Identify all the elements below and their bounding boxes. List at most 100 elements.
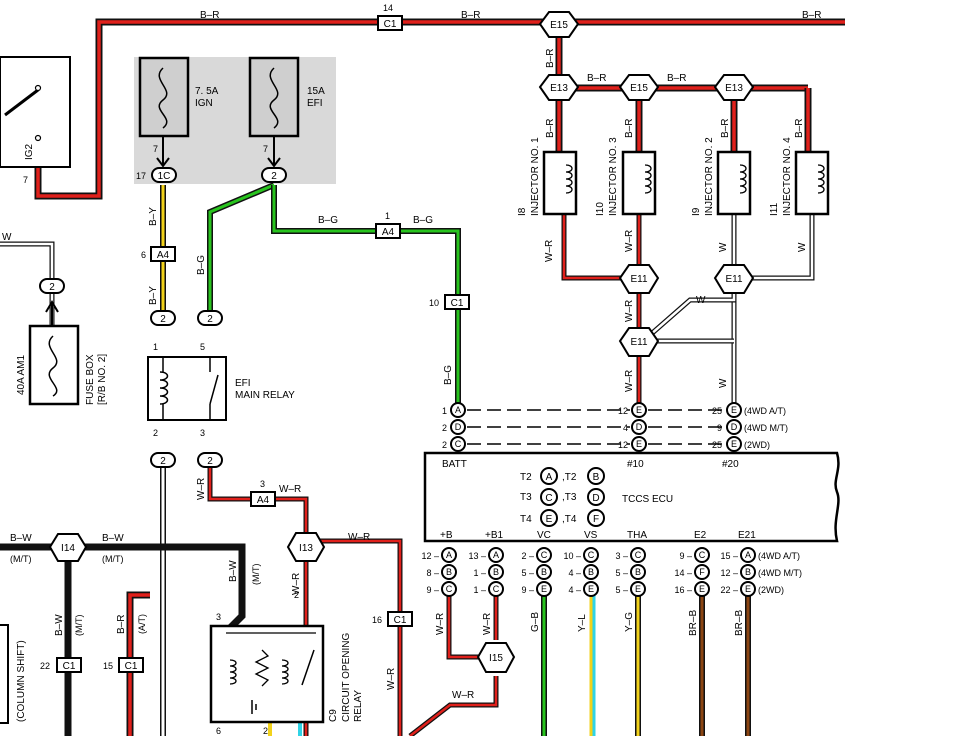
fuse-efi-arrow bbox=[267, 136, 281, 168]
wire-wr-b-inner bbox=[447, 590, 480, 659]
ecu-bottom-pin-letter: E bbox=[635, 584, 641, 594]
ecu-bottom-pin-letter: B bbox=[446, 567, 452, 577]
ecu-t4: T4 bbox=[520, 514, 532, 525]
svg-text:1: 1 bbox=[153, 342, 158, 352]
a4-low bbox=[250, 491, 276, 507]
ecu-bottom-pin-number: 14 – bbox=[674, 568, 692, 578]
switch-pin: 7 bbox=[23, 175, 28, 185]
svg-text:B–R: B–R bbox=[802, 10, 821, 21]
svg-text:E13: E13 bbox=[550, 83, 568, 94]
e11-a bbox=[618, 264, 660, 294]
svg-text:B–R: B–R bbox=[587, 73, 606, 84]
svg-text:E: E bbox=[546, 514, 553, 525]
ecu-bottom-note: (2WD) bbox=[758, 585, 784, 595]
svg-text:E15: E15 bbox=[630, 83, 648, 94]
injector-2-id: I9 bbox=[691, 207, 702, 216]
svg-text:(M/T): (M/T) bbox=[102, 554, 124, 564]
wire-wr-inj1 bbox=[561, 213, 630, 281]
svg-text:B–Y: B–Y bbox=[148, 207, 159, 226]
svg-text:D: D bbox=[592, 493, 599, 504]
ecu-bottom-pin-letter: E bbox=[588, 584, 594, 594]
dashed-lines bbox=[467, 409, 724, 445]
ecu-pin-e2: E2 bbox=[694, 530, 707, 541]
ecu-bottom-pin-letter: C bbox=[635, 550, 642, 560]
wire-wr-i15-down-inner bbox=[409, 676, 498, 737]
e15-b bbox=[618, 74, 660, 101]
fuse-ign: 7. 5A IGN 7 bbox=[138, 56, 219, 154]
wire-w-cross-inner bbox=[649, 295, 736, 336]
svg-text:Y–L: Y–L bbox=[577, 614, 588, 632]
svg-text:B–R: B–R bbox=[116, 615, 127, 634]
svg-text:5: 5 bbox=[200, 342, 205, 352]
ecu-bottom-note: (4WD M/T) bbox=[758, 568, 802, 578]
svg-text:10: 10 bbox=[429, 298, 439, 308]
svg-text:B–R: B–R bbox=[794, 119, 805, 138]
svg-text:A: A bbox=[546, 472, 553, 483]
svg-text:W–R: W–R bbox=[348, 532, 370, 543]
a4-mid bbox=[375, 223, 401, 239]
svg-text:25: 25 bbox=[712, 440, 722, 450]
cor-label-1: CIRCUIT OPENING bbox=[341, 633, 352, 722]
svg-text:I15: I15 bbox=[489, 653, 503, 664]
fuse-ign-name: IGN bbox=[195, 98, 213, 109]
ignition-switch: IG2 7 bbox=[0, 56, 71, 185]
svg-text:2: 2 bbox=[207, 314, 213, 325]
svg-text:B–R: B–R bbox=[545, 119, 556, 138]
ecu-bottom-pin-number: 9 – bbox=[426, 585, 439, 595]
ecu-bottom-pin-letter: B bbox=[745, 567, 751, 577]
injector-4-body bbox=[794, 150, 830, 216]
svg-text:A: A bbox=[455, 405, 461, 415]
svg-text:F: F bbox=[593, 514, 599, 525]
svg-text:E: E bbox=[731, 405, 737, 415]
svg-text:W: W bbox=[696, 295, 706, 306]
i15 bbox=[476, 642, 516, 673]
c1-low bbox=[387, 611, 413, 627]
svg-text:E: E bbox=[636, 405, 642, 415]
svg-text:B–W: B–W bbox=[228, 560, 239, 582]
svg-text:2: 2 bbox=[263, 726, 268, 736]
svg-text:6: 6 bbox=[216, 726, 221, 736]
svg-text:W–R: W–R bbox=[624, 370, 635, 392]
wire-br-at-inner bbox=[128, 593, 150, 736]
svg-text:Y–G: Y–G bbox=[624, 612, 635, 632]
ecu-p20: #20 bbox=[722, 459, 739, 470]
svg-text:2: 2 bbox=[294, 590, 299, 600]
svg-text:C1: C1 bbox=[451, 298, 464, 309]
ecu-bottom-pin-number: 9 – bbox=[679, 551, 692, 561]
a4-left bbox=[150, 246, 176, 262]
svg-text:A4: A4 bbox=[382, 227, 395, 238]
ecu-bottom-pin-letter: C bbox=[588, 550, 595, 560]
ecu-bottom-pin-letter: A bbox=[446, 550, 452, 560]
ecu-bottom-connectors bbox=[441, 547, 756, 597]
injector-2-body bbox=[716, 150, 752, 216]
ecu-bottom-pin-letter: B bbox=[541, 567, 547, 577]
svg-text:C1: C1 bbox=[63, 661, 76, 672]
svg-text:W–R: W–R bbox=[482, 613, 493, 635]
svg-text:W–R: W–R bbox=[196, 478, 207, 500]
svg-text:B–G: B–G bbox=[443, 365, 454, 385]
svg-text:W–R: W–R bbox=[386, 668, 397, 690]
ecu-bottom-pin-letter: E bbox=[541, 584, 547, 594]
svg-text:(2WD): (2WD) bbox=[744, 440, 770, 450]
e15-top bbox=[538, 11, 580, 38]
ecu-bottom-pin-number: 4 – bbox=[568, 585, 581, 595]
wire-bg-left-inner bbox=[208, 183, 275, 320]
ecu-top-notes: (4WD A/T) (4WD M/T) (2WD) bbox=[744, 406, 788, 450]
ecu-pin-vs: VS bbox=[584, 530, 598, 541]
injector-4-label: INJECTOR NO. 4 bbox=[782, 137, 793, 216]
ecu-bottom-pin-letter: F bbox=[699, 567, 705, 577]
svg-text:B: B bbox=[593, 472, 600, 483]
ecu-bottom-pin-letter: C bbox=[446, 584, 453, 594]
svg-text:2: 2 bbox=[153, 428, 158, 438]
svg-text:C: C bbox=[545, 493, 552, 504]
svg-text:B–R: B–R bbox=[545, 49, 556, 68]
switch-label: IG2 bbox=[24, 143, 35, 160]
svg-text:3: 3 bbox=[216, 612, 221, 622]
injector-3-id: I10 bbox=[595, 202, 606, 216]
ecu-pin-b: +B bbox=[440, 530, 453, 541]
svg-text:2: 2 bbox=[442, 423, 447, 433]
circuit-opening-relay: C9 CIRCUIT OPENING RELAY bbox=[209, 624, 364, 724]
svg-text:B–Y: B–Y bbox=[148, 286, 159, 305]
